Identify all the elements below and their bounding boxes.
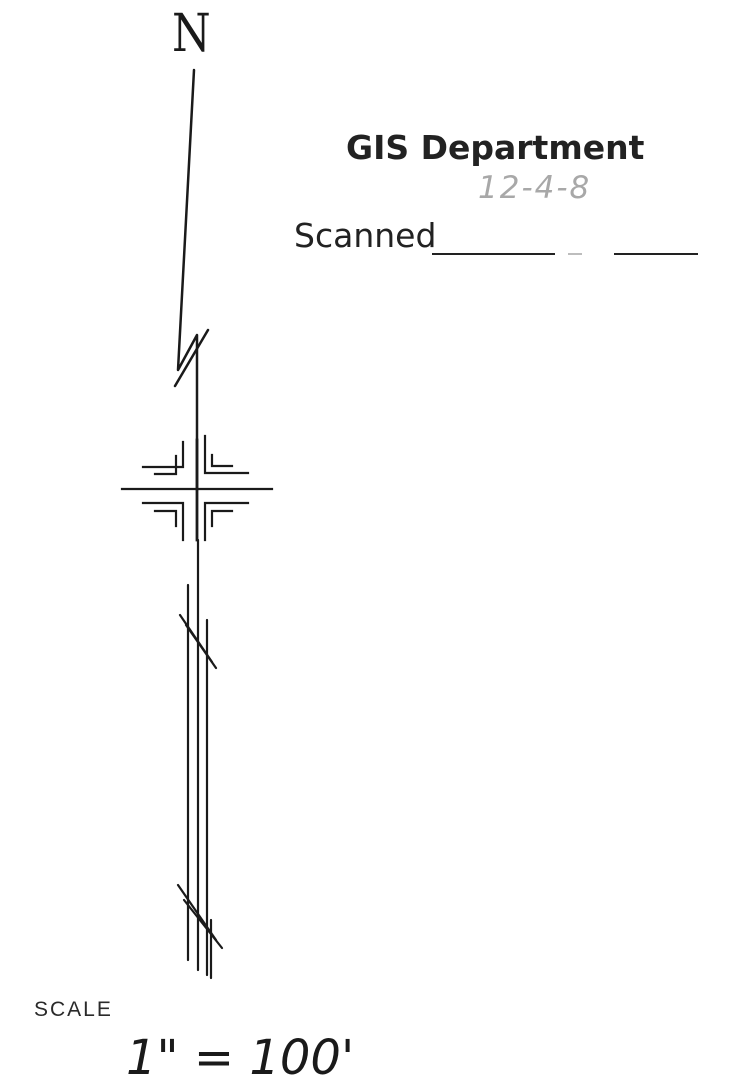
stamp-handwritten-date: 12-4-8 — [478, 170, 592, 206]
north-arrow-head — [176, 68, 199, 492]
north-label: N — [172, 4, 211, 64]
scale-label: SCALE — [34, 998, 113, 1021]
scale-value: 1" = 100' — [126, 1030, 355, 1086]
break-mark-upper-b — [184, 623, 218, 670]
street-right-of-way-lines — [176, 538, 224, 980]
north-arrow-tick — [173, 328, 210, 388]
street-intersection-symbol — [120, 434, 274, 542]
stamp-department-title: GIS Department — [346, 128, 645, 167]
north-arrow — [173, 68, 210, 492]
break-mark-lower-b — [182, 898, 224, 950]
stamp-scanned-label: Scanned — [294, 216, 437, 255]
